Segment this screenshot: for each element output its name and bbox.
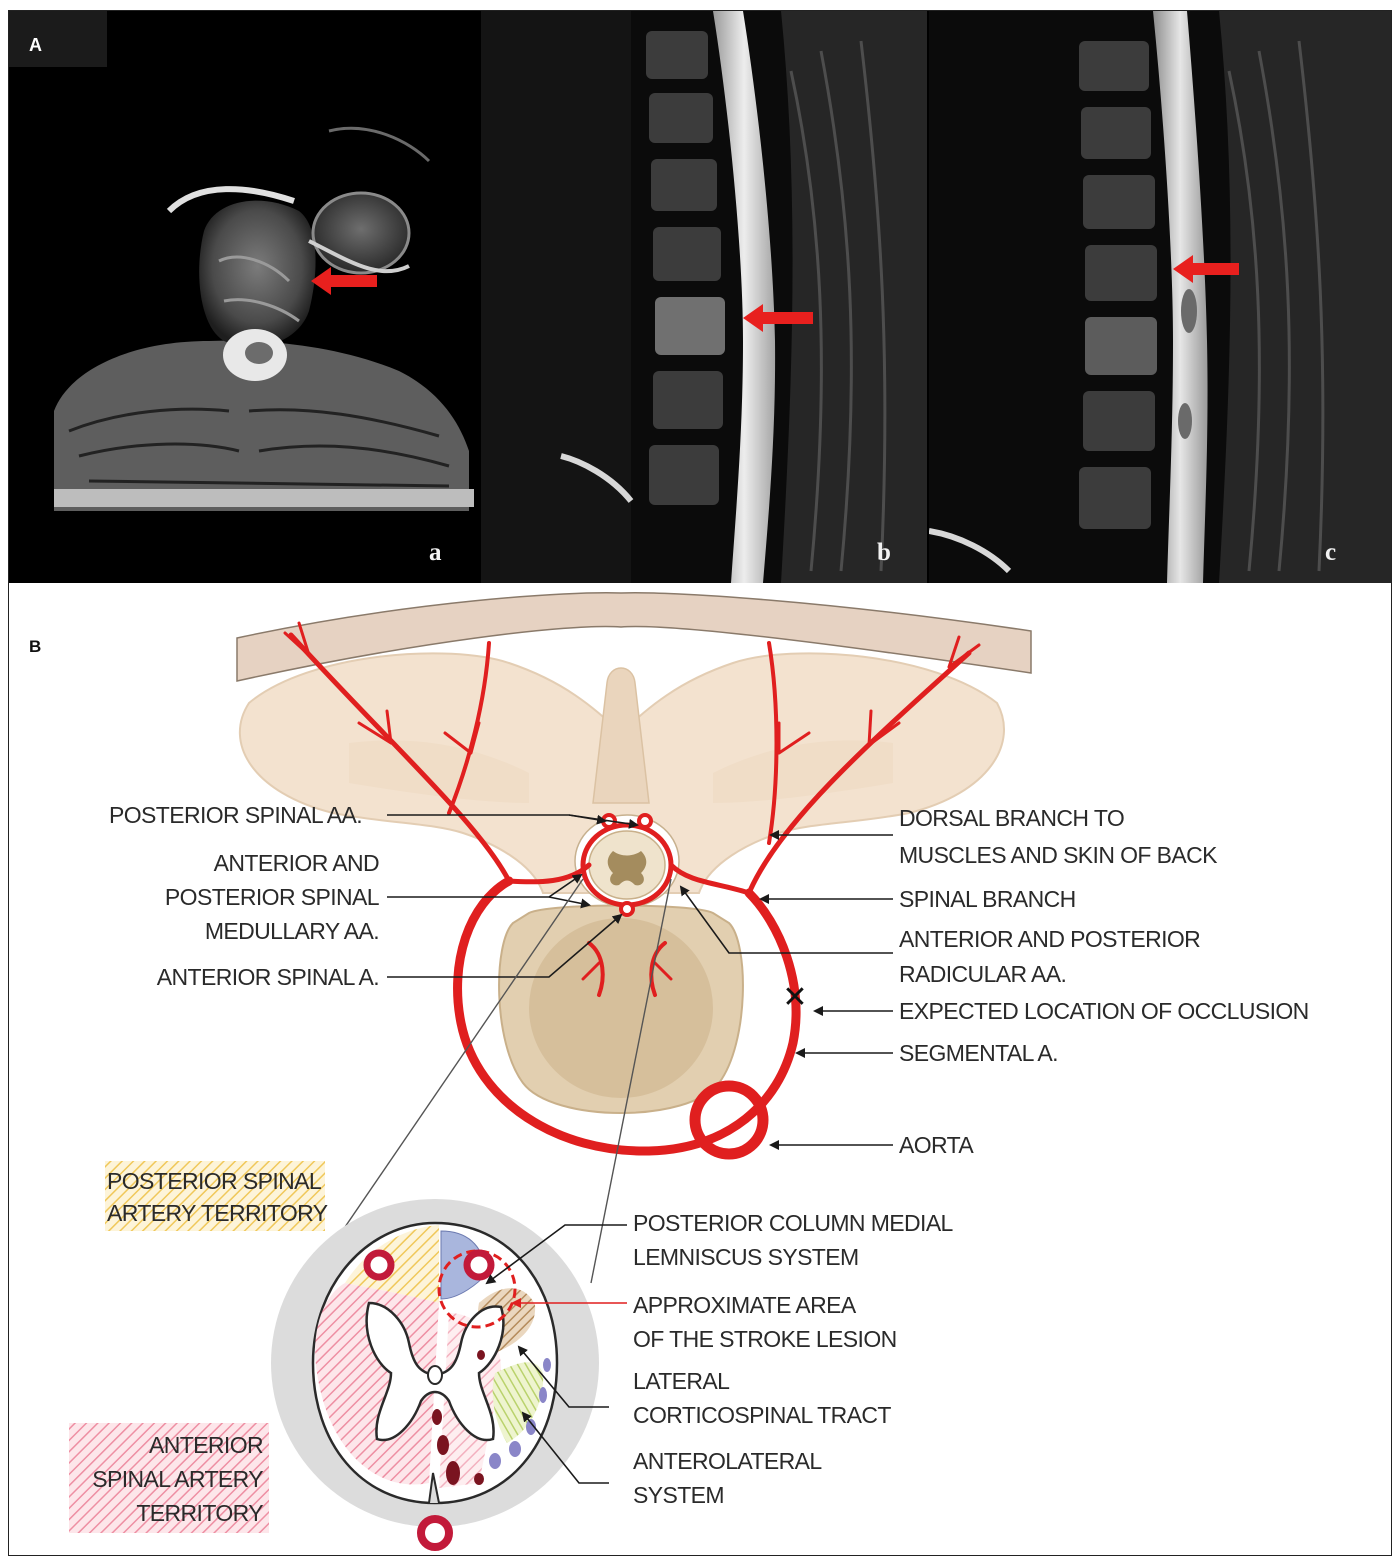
label-pcml-1: POSTERIOR COLUMN MEDIAL (633, 1210, 954, 1236)
panel-a-label-box (9, 11, 107, 67)
panel-b-diagram: B (9, 583, 1392, 1556)
sublabel-c: c (1325, 539, 1336, 567)
label-posterior-territory-1: POSTERIOR SPINAL (107, 1168, 322, 1194)
figure-frame: a (8, 10, 1392, 1556)
label-anterior-territory-1: ANTERIOR (149, 1432, 263, 1458)
label-spinal-branch: SPINAL BRANCH (899, 886, 1076, 912)
label-als-1: ANTEROLATERAL (633, 1448, 822, 1474)
occlusion-x-icon: ✕ (782, 980, 807, 1015)
cord-cross-section (271, 1199, 599, 1547)
panel-a-label: A (29, 35, 42, 56)
label-medullary-1: ANTERIOR AND (214, 850, 379, 876)
label-posterior-spinal-aa: POSTERIOR SPINAL AA. (109, 802, 362, 828)
label-medullary-3: MEDULLARY AA. (205, 918, 379, 944)
label-aorta: AORTA (899, 1132, 974, 1158)
mri-sagittal-image-c: c (929, 11, 1392, 583)
label-stroke-2: OF THE STROKE LESION (633, 1326, 897, 1352)
label-dorsal-branch-1: DORSAL BRANCH TO (899, 805, 1124, 831)
label-posterior-territory-2: ARTERY TERRITORY (107, 1200, 328, 1226)
label-medullary-2: POSTERIOR SPINAL (165, 884, 380, 910)
label-lct-2: CORTICOSPINAL TRACT (633, 1402, 891, 1428)
label-als-2: SYSTEM (633, 1482, 724, 1508)
sublabel-b: b (877, 539, 891, 567)
sublabel-a: a (429, 539, 442, 567)
spinal-artery-diagram: ✕ DORSAL BRANCH TO MUSCLES AND SKIN OF B… (9, 583, 1392, 1556)
label-occlusion: EXPECTED LOCATION OF OCCLUSION (899, 998, 1309, 1024)
panel-b-label: B (29, 637, 41, 657)
mri-sagittal-image-b: b (481, 11, 927, 583)
label-pcml-2: LEMNISCUS SYSTEM (633, 1244, 859, 1270)
label-radicular-2: RADICULAR AA. (899, 961, 1066, 987)
mri-axial-image: a (9, 11, 479, 583)
label-stroke-1: APPROXIMATE AREA (633, 1292, 857, 1318)
panel-a-mri-images: a (9, 11, 1392, 583)
label-lct-1: LATERAL (633, 1368, 730, 1394)
label-radicular-1: ANTERIOR AND POSTERIOR (899, 926, 1200, 952)
label-segmental: SEGMENTAL A. (899, 1040, 1058, 1066)
label-anterior-territory-3: TERRITORY (136, 1500, 263, 1526)
label-dorsal-branch-2: MUSCLES AND SKIN OF BACK (899, 842, 1218, 868)
label-anterior-territory-2: SPINAL ARTERY (92, 1466, 263, 1492)
label-anterior-spinal-a: ANTERIOR SPINAL A. (157, 964, 379, 990)
